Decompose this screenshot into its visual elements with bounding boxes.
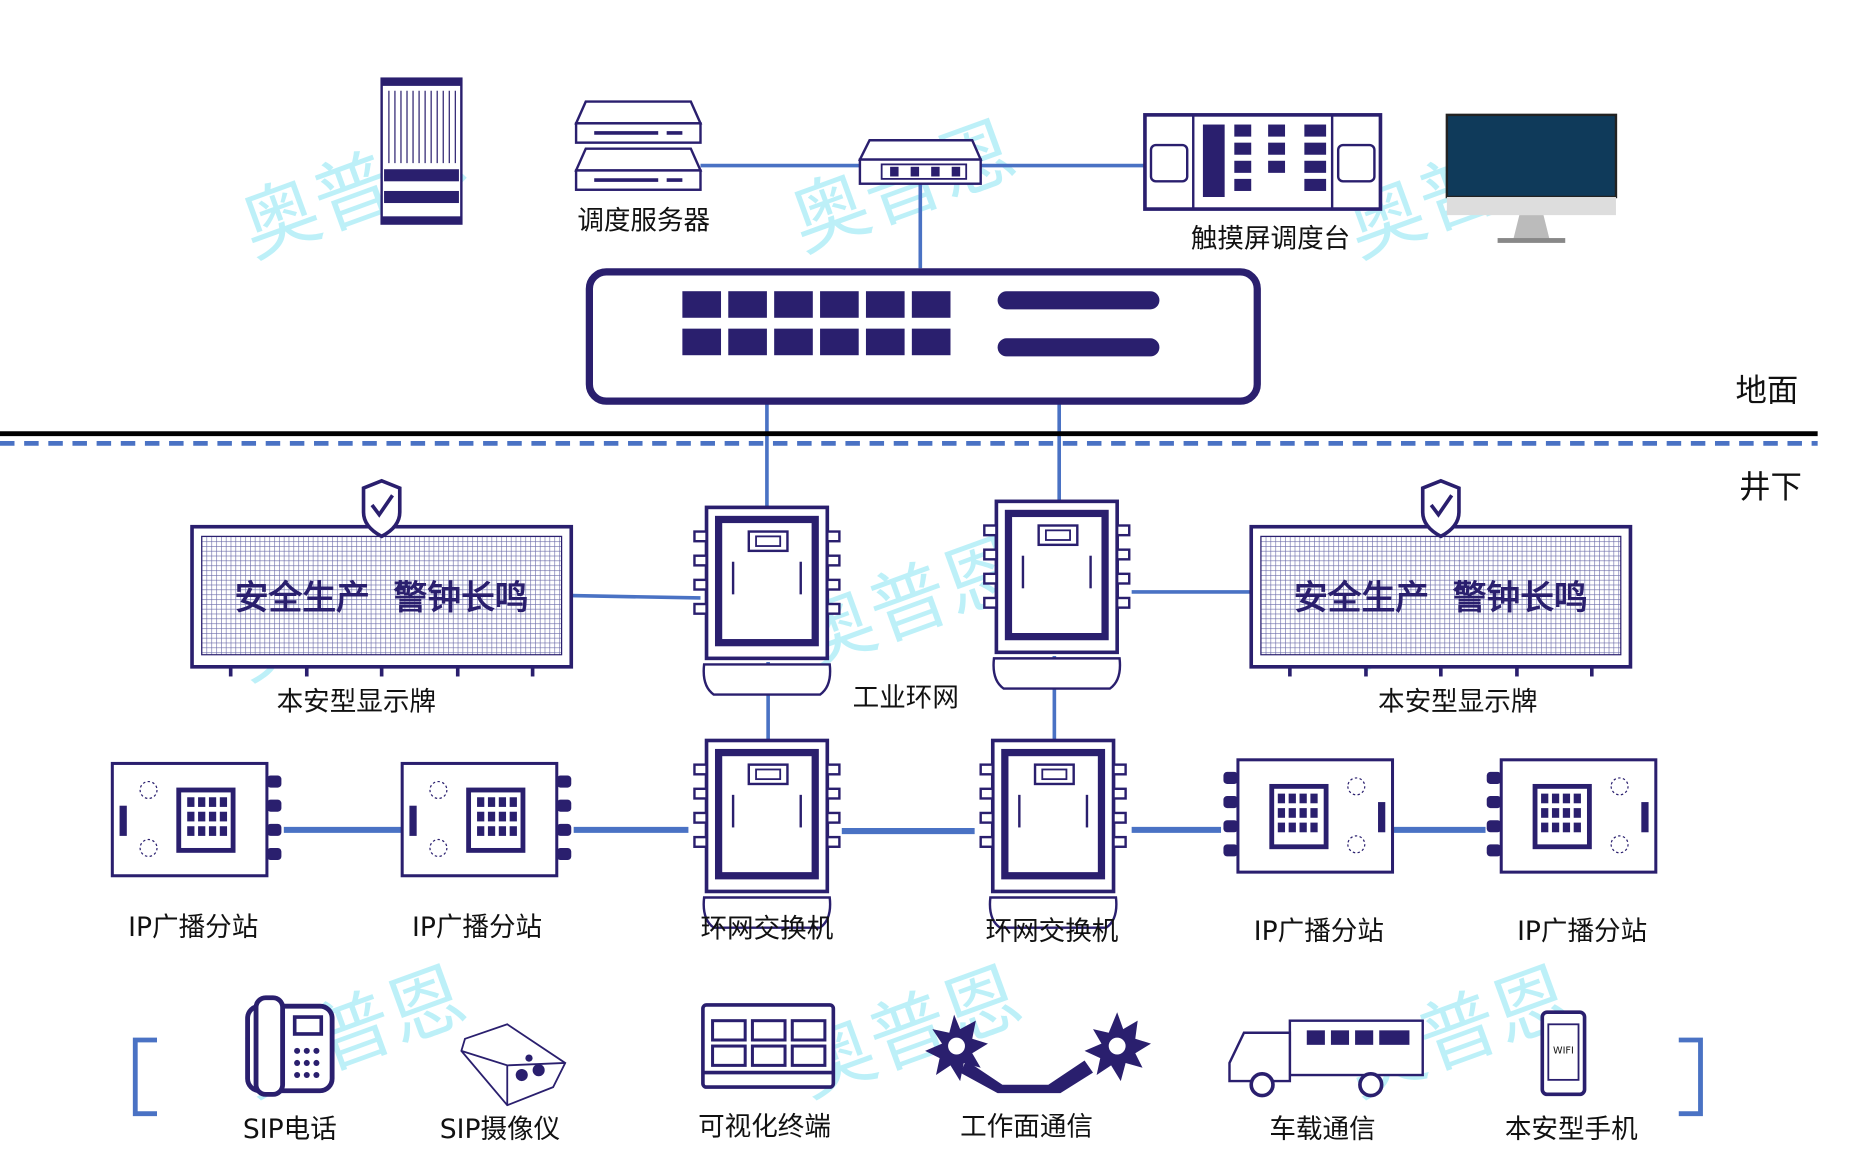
terminal-label: 工作面通信 [960,1111,1093,1142]
station-label: IP广播分站 [412,912,542,943]
watermark: 奥普恩 [779,105,1028,269]
truck-icon [1228,1019,1424,1098]
led-sign-text: 安全生产 警钟长鸣 [1294,578,1588,617]
led-display-sign-left: 安全生产 警钟长鸣 [190,479,574,679]
touch-console-icon [1143,113,1383,211]
switch-label: 环网交换机 [986,916,1119,947]
terminal-label: SIP摄像仪 [440,1114,560,1145]
access-switch-icon [857,139,983,185]
ring-switch-icon [984,501,1129,688]
console-label: 触摸屏调度台 [1191,224,1350,255]
ring-switch-icon [694,507,839,694]
terminal-label: SIP电话 [243,1114,337,1145]
sip-phone-icon [245,995,335,1097]
phone-screen-text: WIFI [1553,1045,1574,1056]
station-label: IP广播分站 [1254,916,1384,947]
terminal-label: 可视化终端 [698,1111,831,1142]
underground-zone-label: 井下 [1739,470,1802,506]
display-label-left: 本安型显示牌 [277,686,436,717]
ip-broadcast-station-icon [112,763,281,875]
left-bracket [132,1037,158,1117]
ip-broadcast-station-icon [402,763,571,875]
mobile-phone-icon: WIFI [1540,1010,1587,1097]
camera-icon [460,1023,567,1107]
ring-switch-icon [694,740,839,927]
terminal-label: 车载通信 [1269,1114,1375,1145]
server-label: 调度服务器 [577,206,710,237]
led-display-sign-right: 安全生产 警钟长鸣 [1249,479,1633,679]
core-switch-icon [585,268,1261,405]
display-label-right: 本安型显示牌 [1378,686,1537,717]
dispatch-server-icon [574,100,703,191]
rack-cabinet-icon [380,77,463,225]
surface-zone-label: 地面 [1736,373,1799,409]
station-label: IP广播分站 [128,912,258,943]
visual-terminal-icon [701,1003,836,1089]
ip-broadcast-station-icon [1223,760,1392,872]
switch-label: 环网交换机 [701,913,834,944]
ring-switch-icon [981,740,1126,927]
right-bracket [1678,1037,1703,1117]
led-sign-text: 安全生产 警钟长鸣 [235,578,529,617]
terminal-label: 本安型手机 [1505,1114,1638,1145]
shearer-icon [925,1012,1151,1094]
monitor-icon [1445,113,1618,243]
ring-network-label: 工业环网 [853,683,959,714]
ip-broadcast-station-icon [1487,760,1656,872]
station-label: IP广播分站 [1517,916,1647,947]
links [283,163,1486,835]
